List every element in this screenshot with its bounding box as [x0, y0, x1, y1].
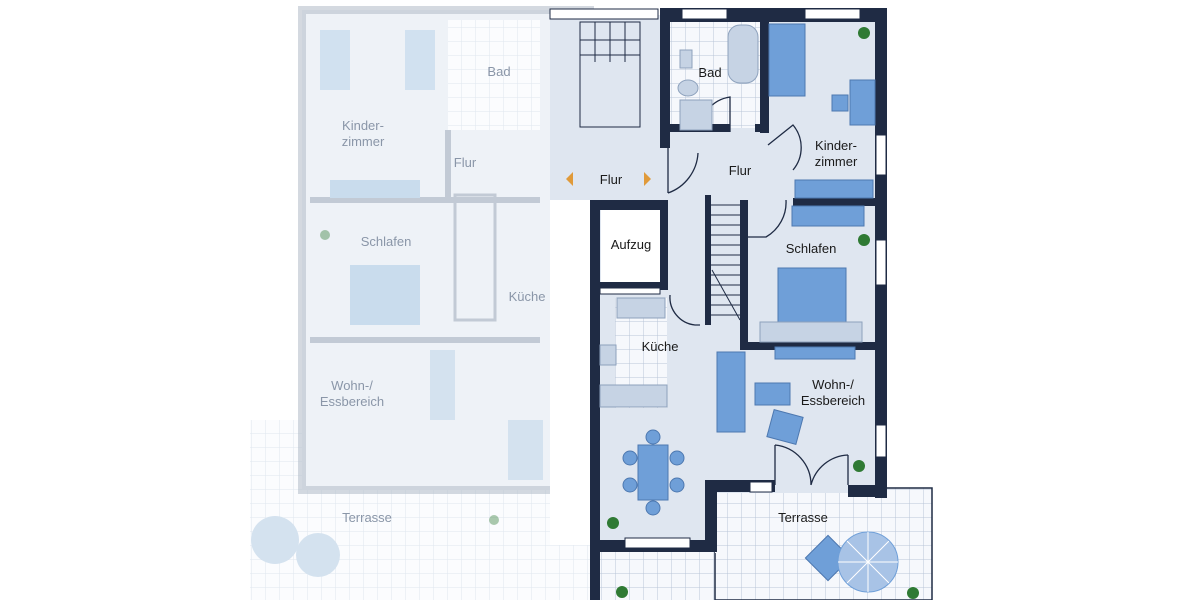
staircase-upper [579, 21, 641, 128]
watermark-logo: onOffice [876, 387, 883, 413]
sink [679, 49, 693, 69]
right-unit: Flur Bad Flur Kinder-zimmer Aufzug Schla… [320, 8, 933, 600]
bed-kinderzimmer [768, 23, 806, 97]
sofa [716, 351, 746, 433]
label-kinderzimmer: Kinder-zimmer [815, 138, 858, 169]
coffee-table [754, 382, 791, 406]
faded-label-kueche: Küche [509, 289, 546, 304]
label-flur-2: Flur [729, 163, 752, 178]
label-terrasse: Terrasse [778, 510, 828, 525]
shower [679, 99, 713, 131]
arrow-right-icon [644, 172, 651, 186]
faded-label-kinderzimmer: Kinder-zimmer [342, 118, 385, 149]
door-schlafen[interactable] [748, 199, 787, 238]
label-flur-1: Flur [600, 172, 623, 187]
faded-label-schlafen: Schlafen [361, 234, 412, 249]
stove [599, 344, 617, 366]
faded-label-flur: Flur [454, 155, 477, 170]
door-kinderzimmer[interactable] [767, 124, 802, 171]
faded-left-unit: Bad Kinder-zimmer Flur Schlafen Küche Wo… [250, 6, 594, 600]
armchair [766, 408, 804, 446]
desk [849, 79, 876, 126]
kitchen-counter [599, 384, 668, 408]
chair [831, 94, 849, 112]
plant-icons [320, 27, 919, 599]
tv-board [774, 346, 856, 360]
faded-label-wohn: Wohn-/Essbereich [320, 378, 384, 409]
label-aufzug: Aufzug [611, 237, 651, 252]
bathtub [727, 24, 759, 84]
label-kueche: Küche [642, 339, 679, 354]
door-flur[interactable] [667, 148, 699, 194]
label-bad: Bad [698, 65, 721, 80]
wardrobe-kinderzimmer [794, 179, 874, 199]
faded-label-terrasse: Terrasse [342, 510, 392, 525]
label-schlafen: Schlafen [786, 241, 837, 256]
double-bed [777, 267, 847, 324]
dining-table [637, 444, 669, 501]
door-kueche[interactable] [669, 294, 700, 326]
bed-nightstands [759, 321, 863, 343]
label-wohn: Wohn-/Essbereich [801, 377, 865, 408]
staircase-lower [711, 204, 741, 321]
arrow-left-icon [566, 172, 573, 186]
toilet [677, 79, 699, 97]
kitchen-sink [616, 297, 666, 319]
faded-label-bad: Bad [487, 64, 510, 79]
door-terrasse[interactable] [774, 444, 849, 486]
wardrobe-schlafen [791, 205, 865, 227]
